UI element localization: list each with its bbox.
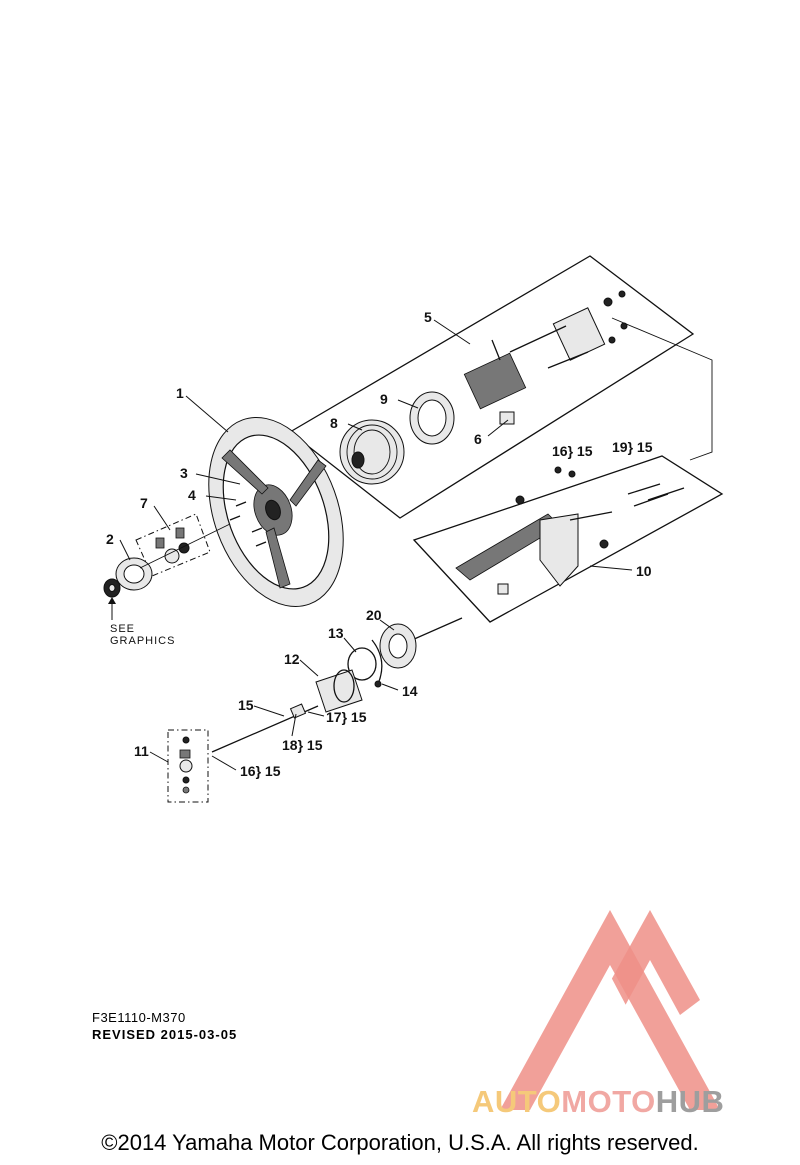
copyright-notice: ©2014 Yamaha Motor Corporation, U.S.A. A… xyxy=(101,1130,699,1155)
emblem xyxy=(103,578,121,598)
joint-set-11 xyxy=(179,736,193,794)
group-box-10 xyxy=(412,455,724,623)
clamp-13 xyxy=(347,647,382,688)
axis-line xyxy=(139,523,231,569)
horn-pad-2 xyxy=(115,557,153,591)
tilt-mechanism xyxy=(463,290,628,425)
callout-13: 13 xyxy=(328,625,344,641)
group-box-5 xyxy=(288,255,695,519)
boot-20 xyxy=(371,623,417,685)
steering-wheel xyxy=(208,417,344,607)
boot-12 xyxy=(315,669,363,713)
ref-16-15-bottom: 16} 15 xyxy=(240,763,281,779)
shaft-collar xyxy=(289,703,307,719)
group-box-7 xyxy=(135,513,211,577)
callout-11: 11 xyxy=(134,743,149,759)
group-box-11 xyxy=(167,729,209,803)
watermark-logo xyxy=(500,910,720,1110)
callout-9: 9 xyxy=(380,391,388,407)
hub-screws xyxy=(229,501,267,547)
callout-10: 10 xyxy=(636,563,652,579)
ref-18-15: 18} 15 xyxy=(282,737,323,753)
ref-16-15-top: 16} 15 xyxy=(552,443,593,459)
callout-2: 2 xyxy=(106,531,114,547)
column-bracket xyxy=(455,466,685,595)
see-label: SEE xyxy=(110,623,135,635)
callout-3: 3 xyxy=(180,465,188,481)
callout-4: 4 xyxy=(188,487,196,503)
ref-17-15: 17} 15 xyxy=(326,709,367,725)
callout-8: 8 xyxy=(330,415,338,431)
callout-6: 6 xyxy=(474,431,482,447)
arrow-head xyxy=(108,597,116,604)
bellows-cover-8 xyxy=(339,419,405,485)
graphics-label: GRAPHICS xyxy=(110,635,175,647)
document-code: F3E1110-M370 xyxy=(92,1010,186,1025)
callout-14: 14 xyxy=(402,683,418,699)
watermark-moto: MOTO xyxy=(561,1084,656,1119)
callout-5: 5 xyxy=(424,309,432,325)
callout-1: 1 xyxy=(176,385,184,401)
callout-7: 7 xyxy=(140,495,148,511)
watermark-auto: AUTO xyxy=(472,1084,562,1119)
connector-line xyxy=(611,317,713,461)
ref-19-15: 19} 15 xyxy=(612,439,653,455)
leader-lines xyxy=(119,319,633,771)
steering-shaft xyxy=(411,617,463,641)
callout-15: 15 xyxy=(238,697,254,713)
callout-12: 12 xyxy=(284,651,300,667)
watermark-hub: HUB xyxy=(655,1084,725,1119)
watermark-text: AUTOMOTOHUB xyxy=(472,1084,724,1120)
column-cover-9 xyxy=(409,391,455,445)
callout-20: 20 xyxy=(366,607,382,623)
revision-date: REVISED 2015-03-05 xyxy=(92,1027,238,1042)
